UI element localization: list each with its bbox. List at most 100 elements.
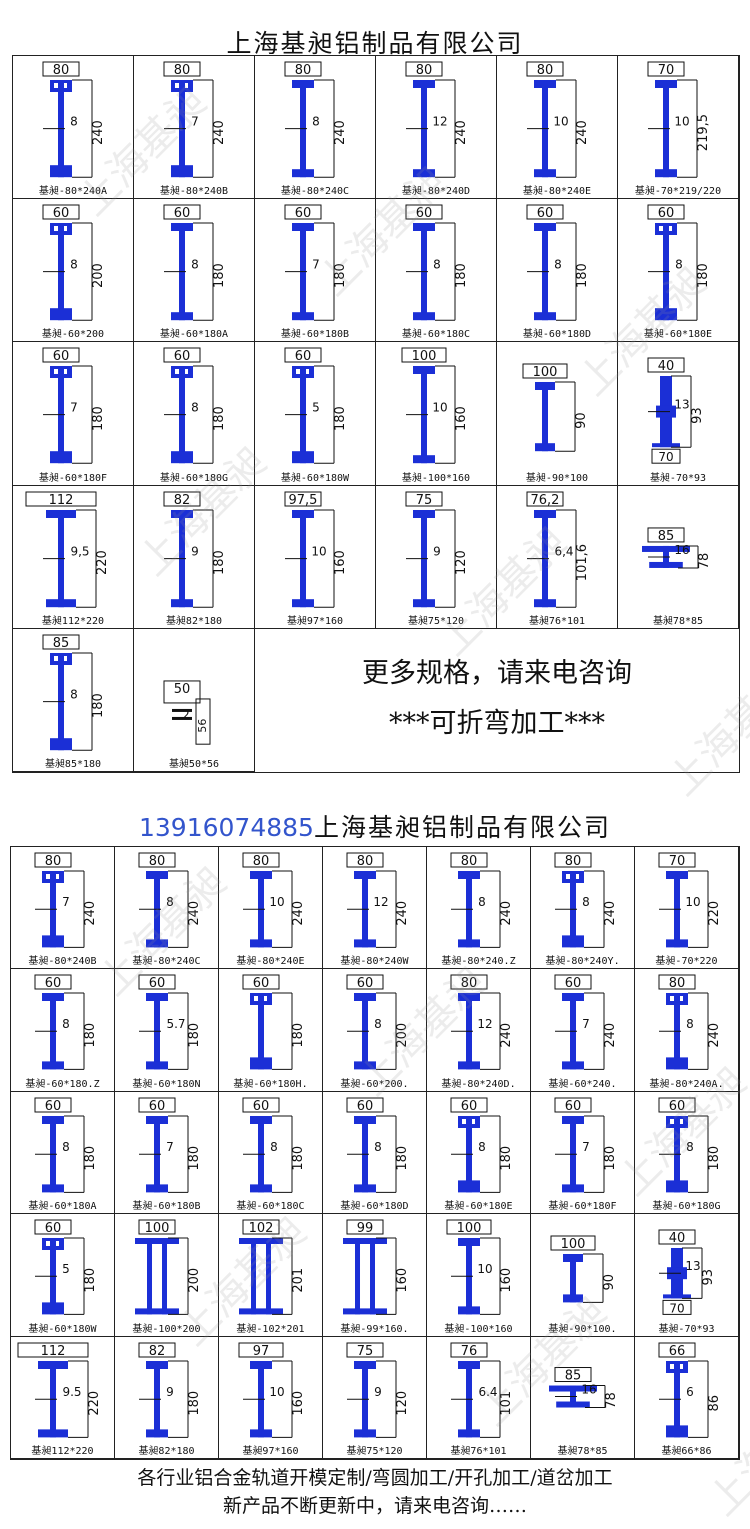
section2-item-15-thickness-label: 7 [166, 1140, 174, 1154]
section2-item-21-width-label: 60 [45, 1221, 62, 1236]
profile-caption: 基昶-100*160 [401, 472, 471, 484]
section2-item-27-height-label: 93 [701, 1269, 716, 1286]
section1-item-2-thickness-label: 8 [312, 115, 320, 129]
section1-item-22-height-label: 101,6 [575, 544, 590, 581]
section1-item-21-height-label: 120 [454, 550, 469, 575]
section2-item-16-thickness-label: 8 [270, 1140, 278, 1154]
section2-item-34-height-label: 86 [707, 1395, 722, 1412]
section2-item-18-height-label: 180 [499, 1146, 514, 1171]
promo-box: 更多规格，请来电咨询***可折弯加工*** [255, 629, 739, 772]
section1-item-4-height-label: 240 [575, 120, 590, 145]
section1-item-18-width-label: 112 [49, 493, 74, 508]
section1-item-10-height-label: 180 [575, 263, 590, 288]
profile-caption: 基昶-80*240Y. [545, 956, 620, 968]
profile-caption: 基昶-60*180E [643, 329, 713, 341]
section2-item-3-width-label: 80 [357, 854, 374, 869]
section1-item-3-width-label: 80 [416, 63, 433, 78]
section2-item-19-thickness-label: 7 [582, 1140, 590, 1154]
profile-caption: 基昶-80*240D. [441, 1078, 516, 1090]
section1-item-19-width-label: 82 [174, 493, 191, 508]
section1-item-17-height-label: 93 [690, 408, 705, 425]
profile-caption: 基昶-90*100 [525, 472, 589, 484]
section1-item-13-thickness-label: 8 [191, 401, 199, 415]
profile-caption: 基昶-60*180N [132, 1078, 201, 1090]
section1-item-8-thickness-label: 7 [312, 258, 320, 272]
section2-item-32-width-label: 76 [461, 1344, 478, 1359]
section1-item-1-thickness-label: 7 [191, 115, 199, 129]
phone-number[interactable]: 13916074885 [139, 813, 314, 842]
section2-item-17-height-label: 180 [395, 1146, 410, 1171]
section2-item-12-width-label: 60 [565, 976, 582, 991]
section2-item-2-height-label: 240 [291, 901, 306, 926]
